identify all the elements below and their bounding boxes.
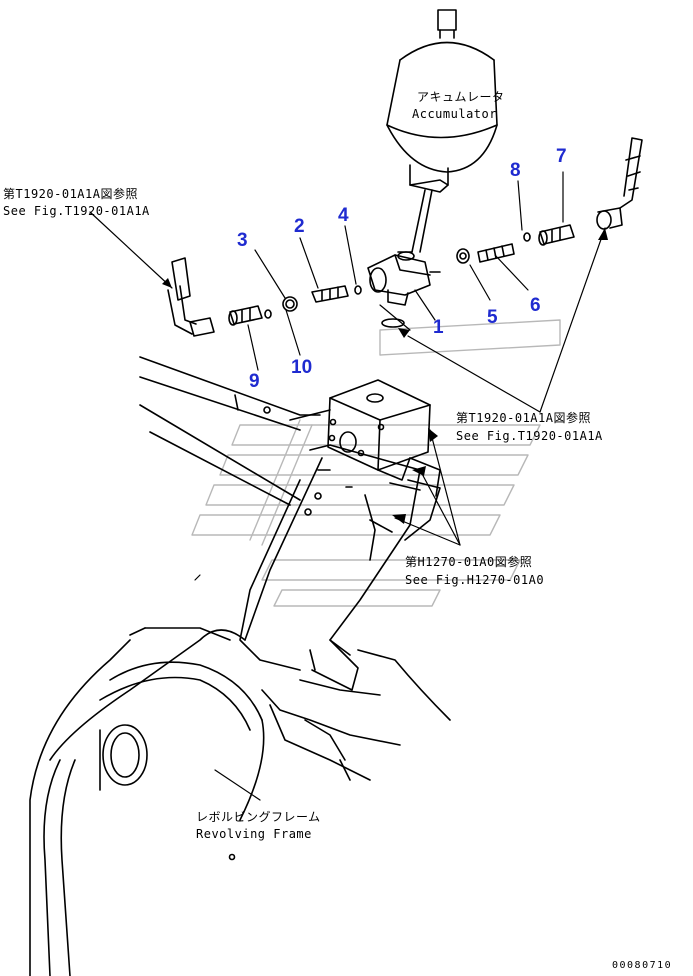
revolving-frame [29,356,451,976]
ref-mid-label-en: See Fig.T1920-01A1A [456,429,603,443]
part-number-9: 9 [249,371,260,392]
mounting-bracket [244,444,441,691]
part-number-5: 5 [487,307,498,328]
part-number-8: 8 [510,160,521,181]
arrowheads [162,228,608,524]
manifold-fitting [367,251,441,306]
part-number-7: 7 [556,146,567,167]
part-number-4: 4 [338,205,349,226]
frame-label-en: Revolving Frame [196,827,312,841]
part-number-2: 2 [294,216,305,237]
frame-label-jp: レボルビングフレーム [196,810,321,824]
part-number-3: 3 [237,230,248,251]
accumulator-drawing [386,9,498,253]
ref-top-label-jp: 第T1920-01A1A図参照 [3,187,138,201]
leader-lines [89,171,606,801]
part-number-1: 1 [433,317,444,338]
drawing-code: 00080710 [612,960,673,971]
accumulator-label-en: Accumulator [412,107,497,121]
right-fittings [456,137,643,264]
accumulator-label-jp: アキュムレータ [417,90,505,104]
valve-block [327,318,441,497]
ref-top-label-en: See Fig.T1920-01A1A [3,204,150,218]
part-number-10: 10 [291,357,313,378]
part-number-6: 6 [530,295,541,316]
ref-mid-label-jp: 第T1920-01A1A図参照 [456,411,591,425]
ref-low-label-jp: 第H1270-01A0図参照 [405,555,533,569]
ref-low-label-en: See Fig.H1270-01A0 [405,573,545,587]
left-fittings [167,257,362,337]
